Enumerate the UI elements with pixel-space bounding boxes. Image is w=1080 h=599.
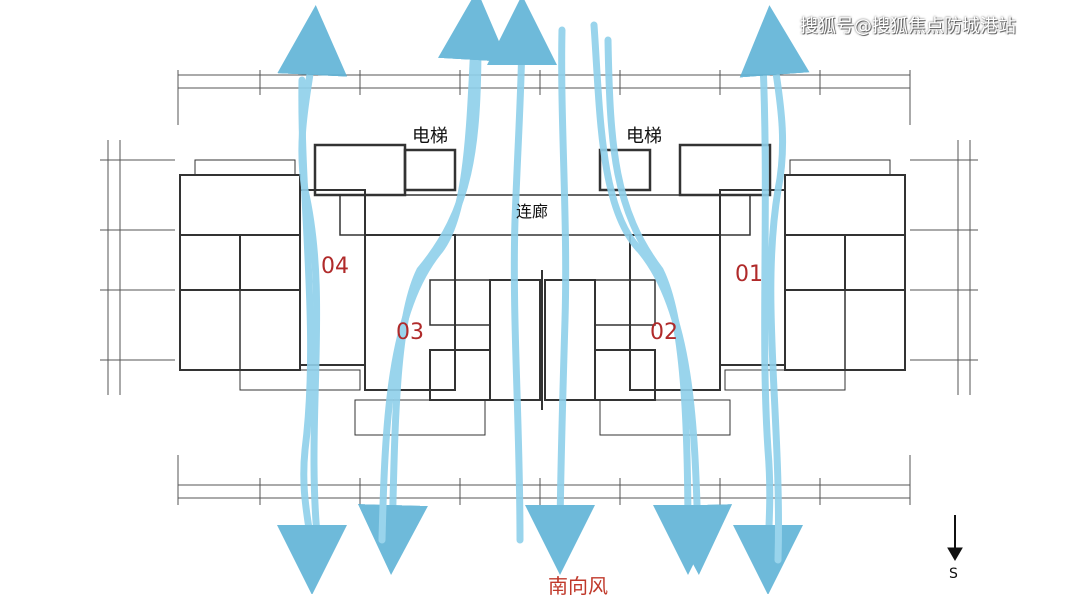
wind-arrow-left-down xyxy=(276,76,347,595)
building-walls xyxy=(179,143,906,436)
elevator-label-left: 电梯 xyxy=(412,126,448,147)
side-dimension-lines xyxy=(100,140,978,395)
unit-label-03: 03 xyxy=(396,320,424,345)
unit-label-01: 01 xyxy=(735,262,763,287)
wind-arrow-center-left xyxy=(486,0,557,544)
wind-flow-arrows xyxy=(276,0,810,595)
wind-arrow-left-inner xyxy=(357,36,482,575)
corridor-label: 连廊 xyxy=(516,202,549,221)
wind-arrow-right-inner-down xyxy=(604,36,723,575)
bottom-dimension-lines xyxy=(177,455,911,505)
wind-arrow-right-inner xyxy=(590,21,733,575)
wind-arrow-right-outer xyxy=(739,5,810,564)
top-dimension-lines xyxy=(177,70,911,125)
watermark: 搜狐号@搜狐焦点防城港站 xyxy=(800,16,1016,37)
unit-label-02: 02 xyxy=(650,320,678,345)
wind-arrow-right-down xyxy=(733,36,804,595)
elevator-label-right: 电梯 xyxy=(626,126,662,147)
wind-arrow-center-right xyxy=(525,26,596,575)
wind-arrow-left-outer xyxy=(277,5,348,549)
unit-label-04: 04 xyxy=(321,254,349,279)
wind-direction-label: 南向风 xyxy=(548,574,608,598)
wind-arrow-left-inner-up xyxy=(378,0,508,544)
south-label: S xyxy=(949,566,958,582)
south-arrow-icon xyxy=(947,515,963,561)
